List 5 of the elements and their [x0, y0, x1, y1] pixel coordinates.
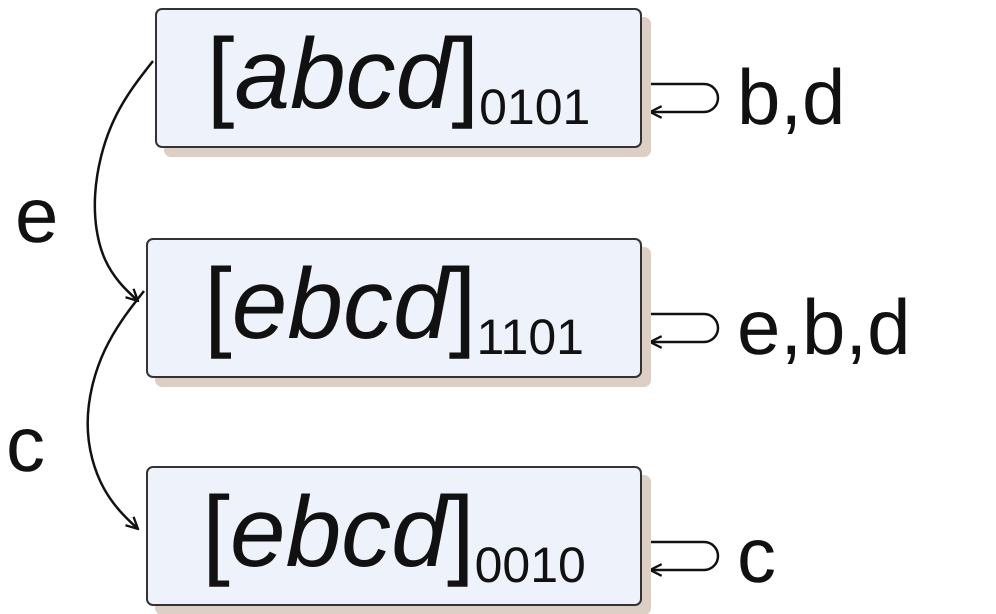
transition-arrow	[86, 290, 145, 530]
transition-arrow	[94, 60, 154, 302]
state-label: [ebcd]$_{0010}$	[202, 482, 586, 590]
state-label: [abcd]$_{0101}$	[206, 24, 590, 132]
state-label: [ebcd]$_{1101}$	[204, 254, 584, 362]
